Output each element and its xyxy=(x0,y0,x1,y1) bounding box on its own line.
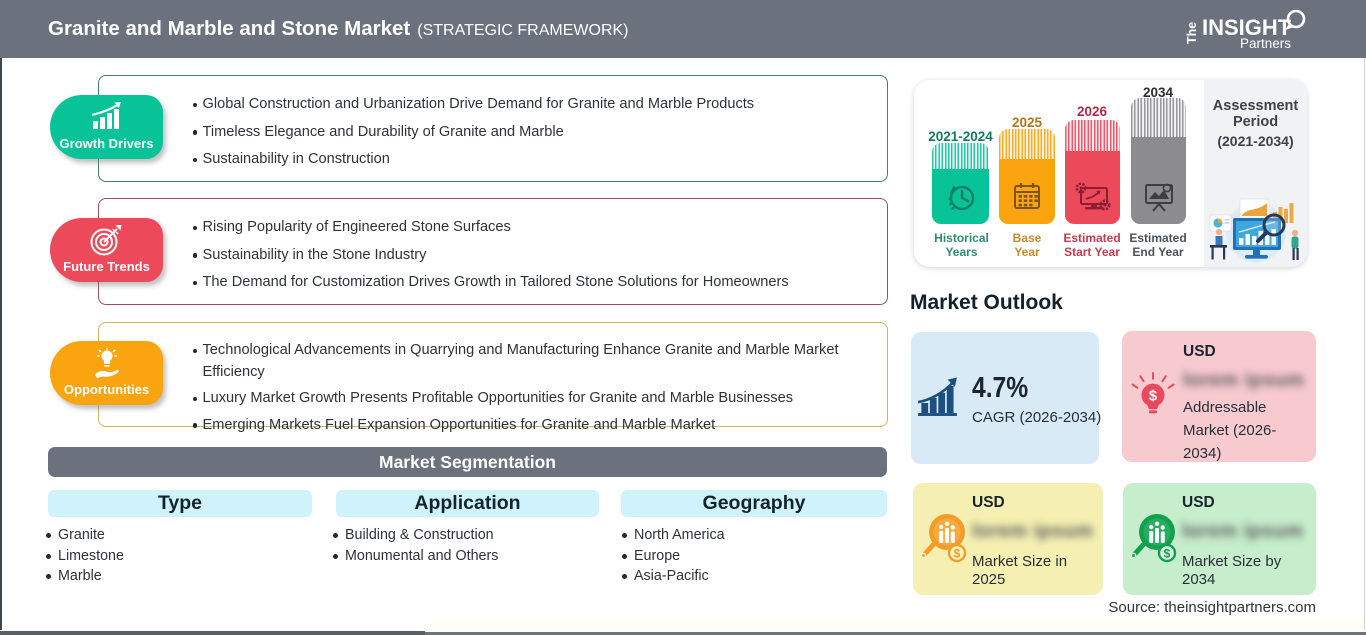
svg-text:Partners: Partners xyxy=(1240,36,1291,51)
svg-text:$: $ xyxy=(954,547,961,561)
svg-text:INSIGHT: INSIGHT xyxy=(1202,15,1292,40)
svg-text:The: The xyxy=(1185,22,1199,44)
svg-text:$: $ xyxy=(1149,389,1157,405)
svg-text:$: $ xyxy=(1164,547,1171,561)
